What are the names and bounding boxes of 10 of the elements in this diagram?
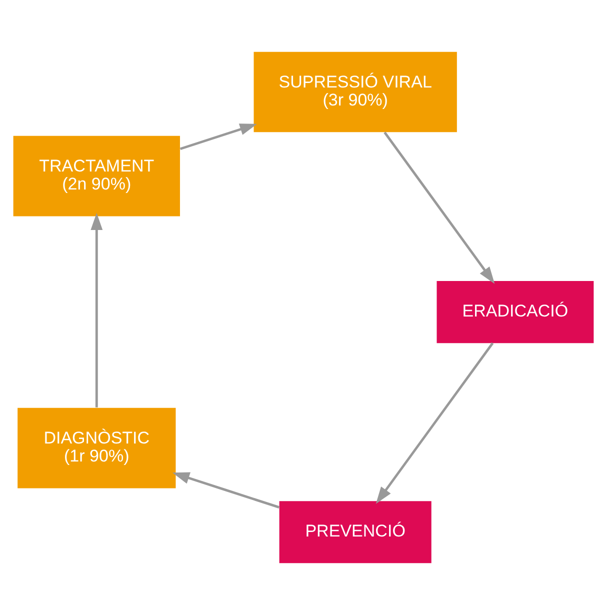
arrow bbox=[90, 212, 103, 407]
arrow bbox=[384, 131, 495, 284]
arrow bbox=[376, 342, 494, 504]
arrow bbox=[172, 472, 280, 508]
node-box: TRACTAMENT (2n 90%) bbox=[13, 135, 180, 216]
node-box: PREVENCIÓ bbox=[279, 500, 432, 563]
arrow bbox=[180, 123, 257, 150]
node-box: DIAGNÒSTIC (1r 90%) bbox=[18, 407, 176, 488]
node-box: ERADICACIÓ bbox=[436, 280, 594, 343]
node-box: SUPRESSIÓ VIRAL (3r 90%) bbox=[254, 51, 457, 132]
